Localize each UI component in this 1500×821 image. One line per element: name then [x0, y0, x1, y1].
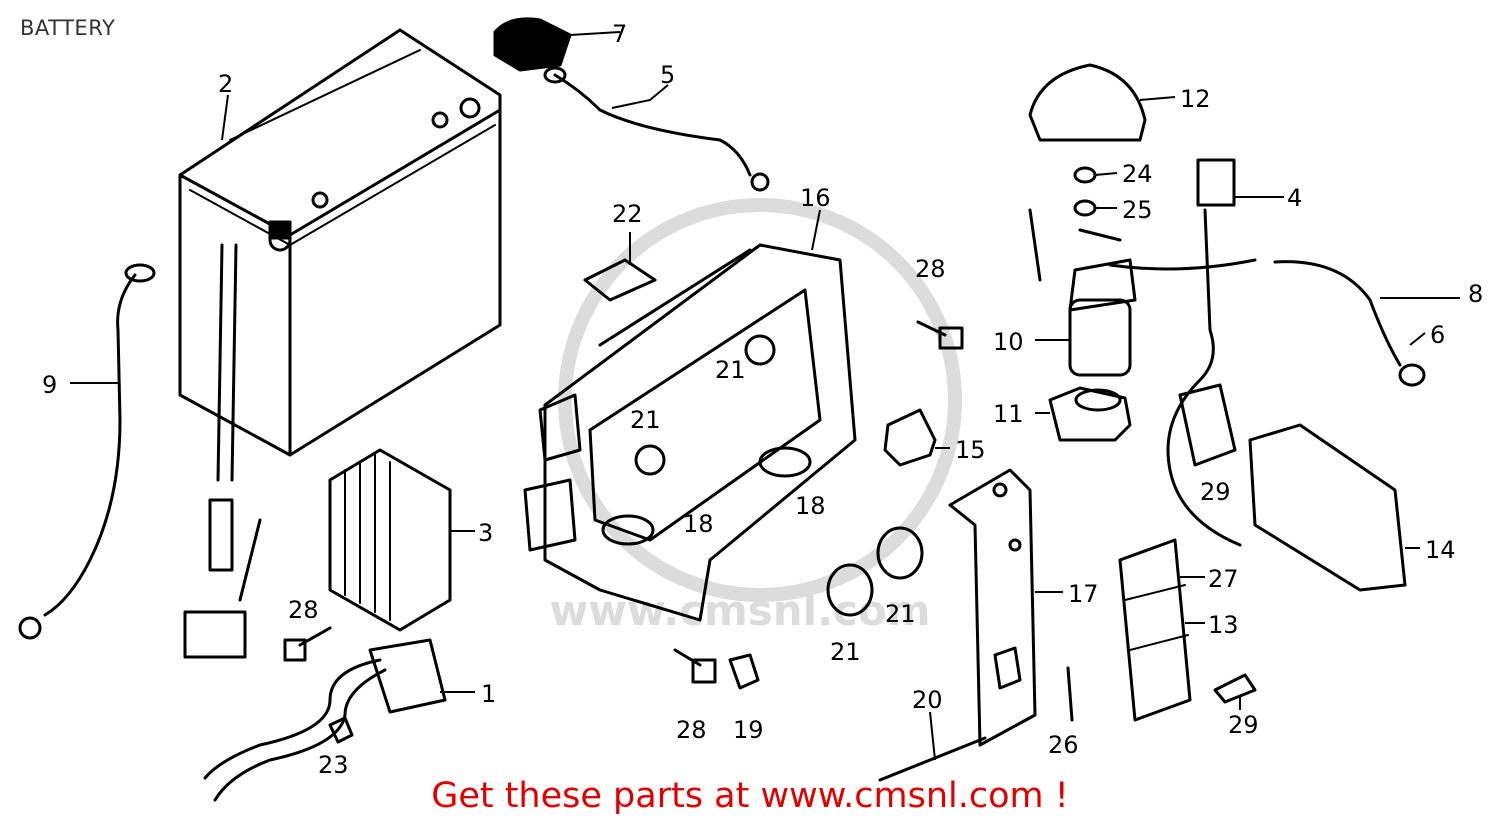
- bolt-28-c: [673, 648, 717, 684]
- starter-relay: [1028, 208, 1137, 377]
- callout-10: 10: [993, 328, 1024, 356]
- vent-tube: [208, 243, 238, 572]
- rod-20: [878, 736, 987, 782]
- cable-5: [543, 66, 770, 192]
- callout-28b: 28: [288, 596, 319, 624]
- regulator-rectifier: [183, 448, 452, 659]
- wire-harness: [1108, 158, 1426, 547]
- callout-21d: 21: [830, 638, 861, 666]
- callout-21a: 21: [715, 356, 746, 384]
- callout-9: 9: [42, 371, 57, 399]
- washer-25: [1073, 199, 1097, 217]
- callout-25: 25: [1122, 196, 1153, 224]
- footer-link-text[interactable]: Get these parts at www.cmsnl.com !: [431, 776, 1069, 816]
- callout-7: 7: [612, 20, 627, 48]
- callout-20: 20: [912, 686, 943, 714]
- callout-4: 4: [1287, 184, 1302, 212]
- rubber-mount-11: [1048, 386, 1132, 442]
- leader-lines: [70, 31, 1460, 761]
- callout-2: 2: [218, 70, 233, 98]
- callout-3: 3: [478, 519, 493, 547]
- grommet-19: [728, 653, 760, 690]
- callout-28a: 28: [915, 255, 946, 283]
- watermark: www.cmsnl.com: [549, 198, 962, 635]
- callout-29b: 29: [1228, 711, 1259, 739]
- callout-24: 24: [1122, 160, 1153, 188]
- callout-13: 13: [1208, 611, 1239, 639]
- callout-12: 12: [1180, 85, 1211, 113]
- callout-18b: 18: [795, 492, 826, 520]
- bolt-28-a: [916, 320, 964, 350]
- callout-21b: 21: [630, 406, 661, 434]
- callout-17: 17: [1068, 580, 1099, 608]
- fuse-29: [1213, 673, 1257, 704]
- callout-22: 22: [612, 200, 643, 228]
- fuse-holder-13: [1118, 538, 1192, 722]
- callout-21c: 21: [885, 600, 916, 628]
- callout-labels: 1 2 3 4 5 6 7 8 9 10 11 12 13 14 15 16 1…: [42, 20, 1483, 779]
- connector-1: [203, 638, 447, 802]
- plate-17: [948, 468, 1037, 747]
- callout-28c: 28: [676, 716, 707, 744]
- callout-5: 5: [660, 61, 675, 89]
- callout-19: 19: [733, 716, 764, 744]
- callout-11: 11: [993, 400, 1024, 428]
- nut-24: [1073, 166, 1097, 184]
- callout-6: 6: [1430, 321, 1445, 349]
- clip-15: [883, 408, 937, 467]
- rubber-pads-21: [826, 526, 924, 617]
- fuse-box-14: [1178, 383, 1407, 592]
- terminal-cap-7: [493, 17, 572, 72]
- pin-26: [1066, 666, 1074, 722]
- callout-1: 1: [481, 680, 496, 708]
- callout-14: 14: [1425, 536, 1456, 564]
- callout-16: 16: [800, 184, 831, 212]
- callout-15: 15: [955, 436, 986, 464]
- battery: [178, 28, 502, 457]
- callout-27: 27: [1208, 565, 1239, 593]
- callout-29a: 29: [1200, 478, 1231, 506]
- callout-18a: 18: [683, 510, 714, 538]
- cable-9: [18, 263, 156, 640]
- page-title: BATTERY: [20, 16, 116, 40]
- pad-22: [583, 258, 657, 302]
- callout-23: 23: [318, 751, 349, 779]
- clip-23: [328, 716, 354, 744]
- callout-26: 26: [1048, 731, 1079, 759]
- bolt-28-b: [283, 626, 332, 662]
- relay-cover-12: [1028, 63, 1147, 142]
- callout-8: 8: [1468, 280, 1483, 308]
- battery-box-frame: [523, 243, 857, 622]
